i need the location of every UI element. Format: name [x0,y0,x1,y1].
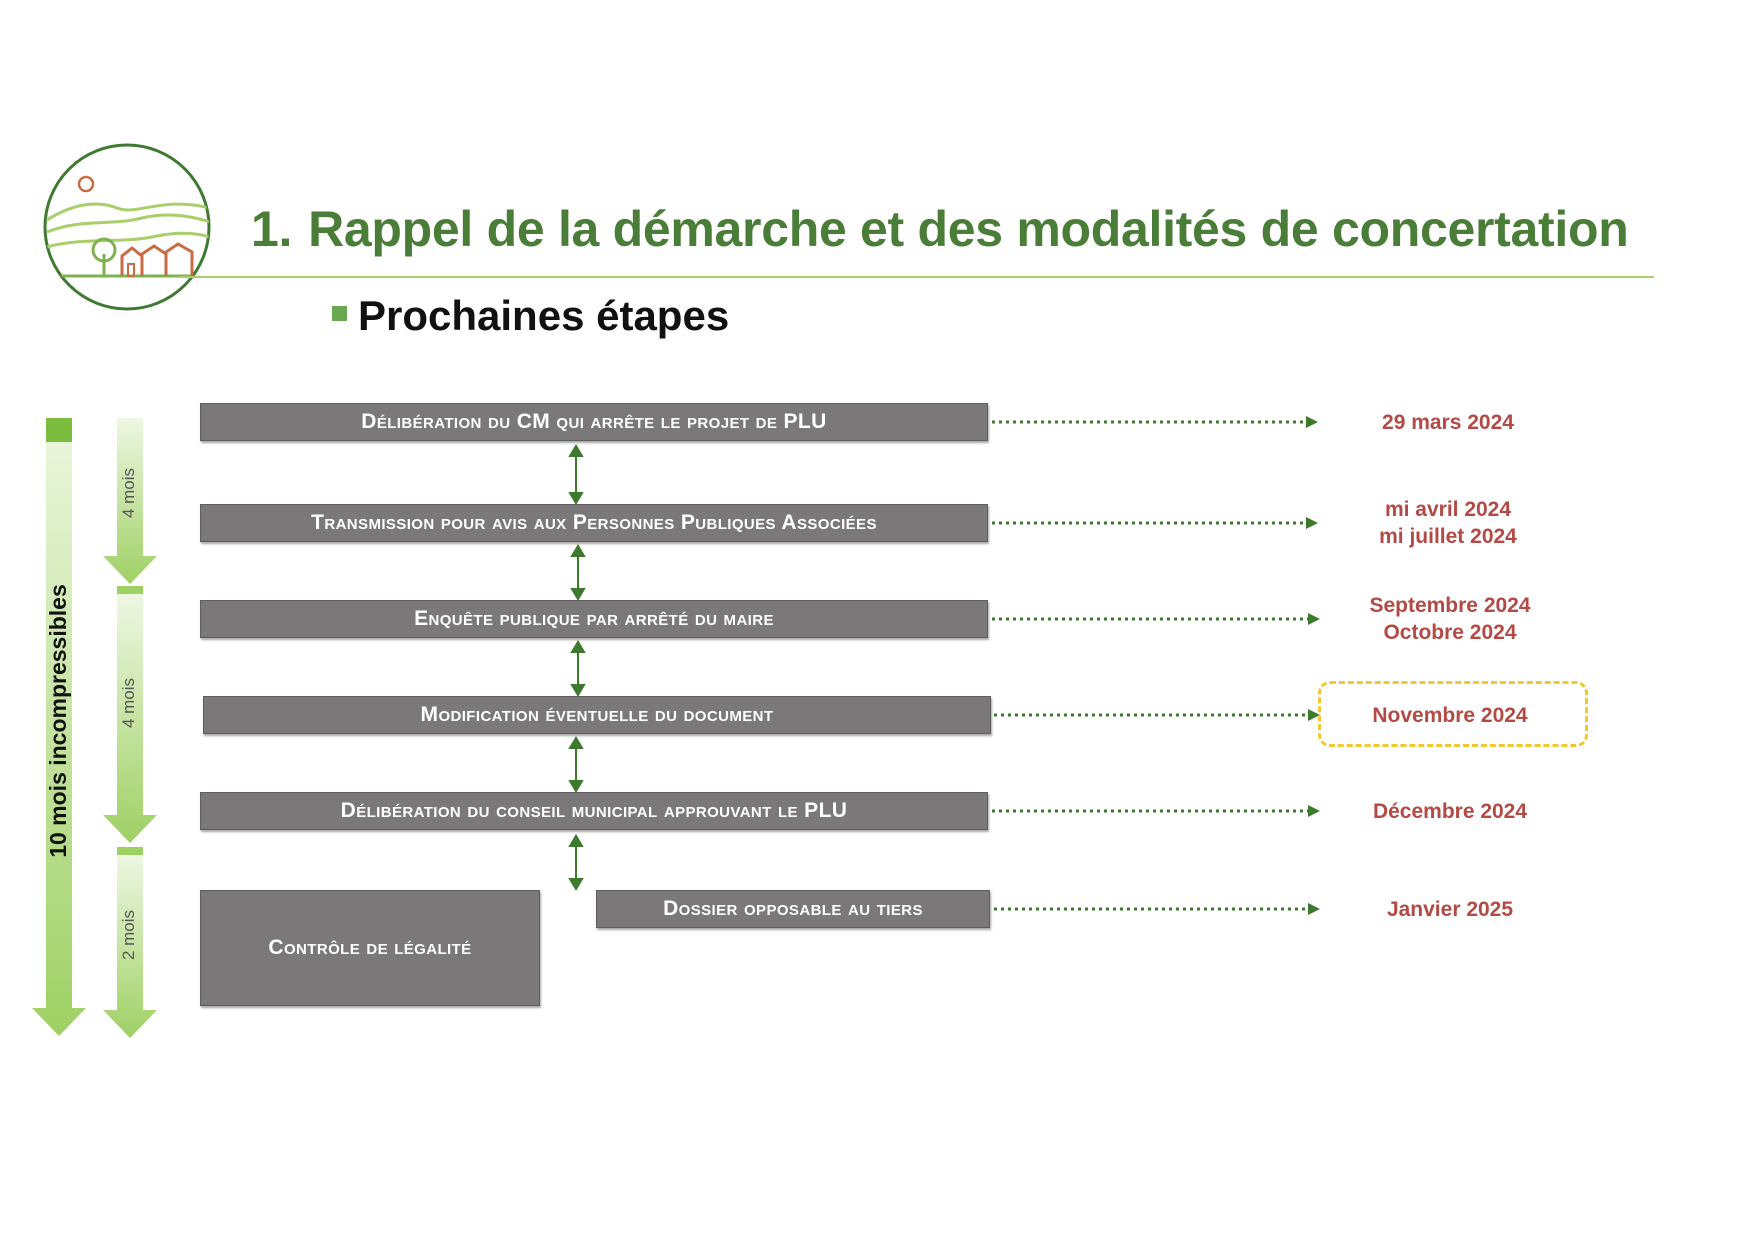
date-line: Septembre 2024 [1369,594,1531,617]
double-arrow-icon [568,736,584,793]
date-line: Janvier 2025 [1386,898,1514,921]
date-line: mi juillet 2024 [1379,525,1517,548]
step-box-transmission-ppa: Transmission pour avis aux Personnes Pub… [200,504,988,542]
double-arrow-icon [568,834,584,891]
segment-label-2: 4 mois [119,677,138,729]
date-step-2: mi avril 2024 mi juillet 2024 [1318,496,1578,550]
date-line: 29 mars 2024 [1382,411,1514,434]
double-arrow-icon [570,544,586,601]
date-step-1: 29 mars 2024 [1318,409,1578,436]
date-line: Novembre 2024 [1372,704,1528,727]
title-text: Rappel de la démarche et des modalités d… [308,201,1629,257]
step-box-dossier-opposable: Dossier opposable au tiers [596,890,990,928]
segment-arrow-2 [103,586,157,843]
section-subtitle: Prochaines étapes [358,292,730,339]
step-box-enquete-publique: Enquête publique par arrêté du maire [200,600,988,638]
step-box-deliberation-approbation: Délibération du conseil municipal approu… [200,792,988,830]
dotted-arrows [992,420,1312,911]
date-step-6: Janvier 2025 [1320,896,1580,923]
step-box-deliberation-arret: Délibération du CM qui arrête le projet … [200,403,988,441]
total-duration-label: 10 mois incompressibles [45,584,71,858]
segment-label-3: 2 mois [119,909,138,961]
title-divider [180,276,1654,278]
bullet-icon [332,306,347,321]
highlight-frame [1318,681,1588,747]
date-line: mi avril 2024 [1384,498,1512,521]
segment-label-1: 4 mois [119,467,138,519]
date-line: Octobre 2024 [1383,621,1517,644]
date-step-5: Décembre 2024 [1320,798,1580,825]
village-landscape-logo [43,143,211,311]
connector-arrows [568,444,586,891]
step-box-modification: Modification éventuelle du document [203,696,991,734]
step-box-controle-legalite: Contrôle de légalité [200,890,540,1006]
double-arrow-icon [568,444,584,505]
date-line: Décembre 2024 [1372,800,1528,823]
page-title: 1. Rappel de la démarche et des modalités… [251,200,1629,258]
total-duration-arrow [32,418,86,1036]
date-step-4: Novembre 2024 [1320,702,1580,729]
segment-arrow-3 [103,847,157,1038]
date-step-3: Septembre 2024 Octobre 2024 [1320,592,1580,646]
dotted-arrow-heads [1306,416,1320,915]
segment-arrow-1 [103,418,157,584]
double-arrow-icon [570,640,586,697]
section-number: 1. [251,201,293,257]
